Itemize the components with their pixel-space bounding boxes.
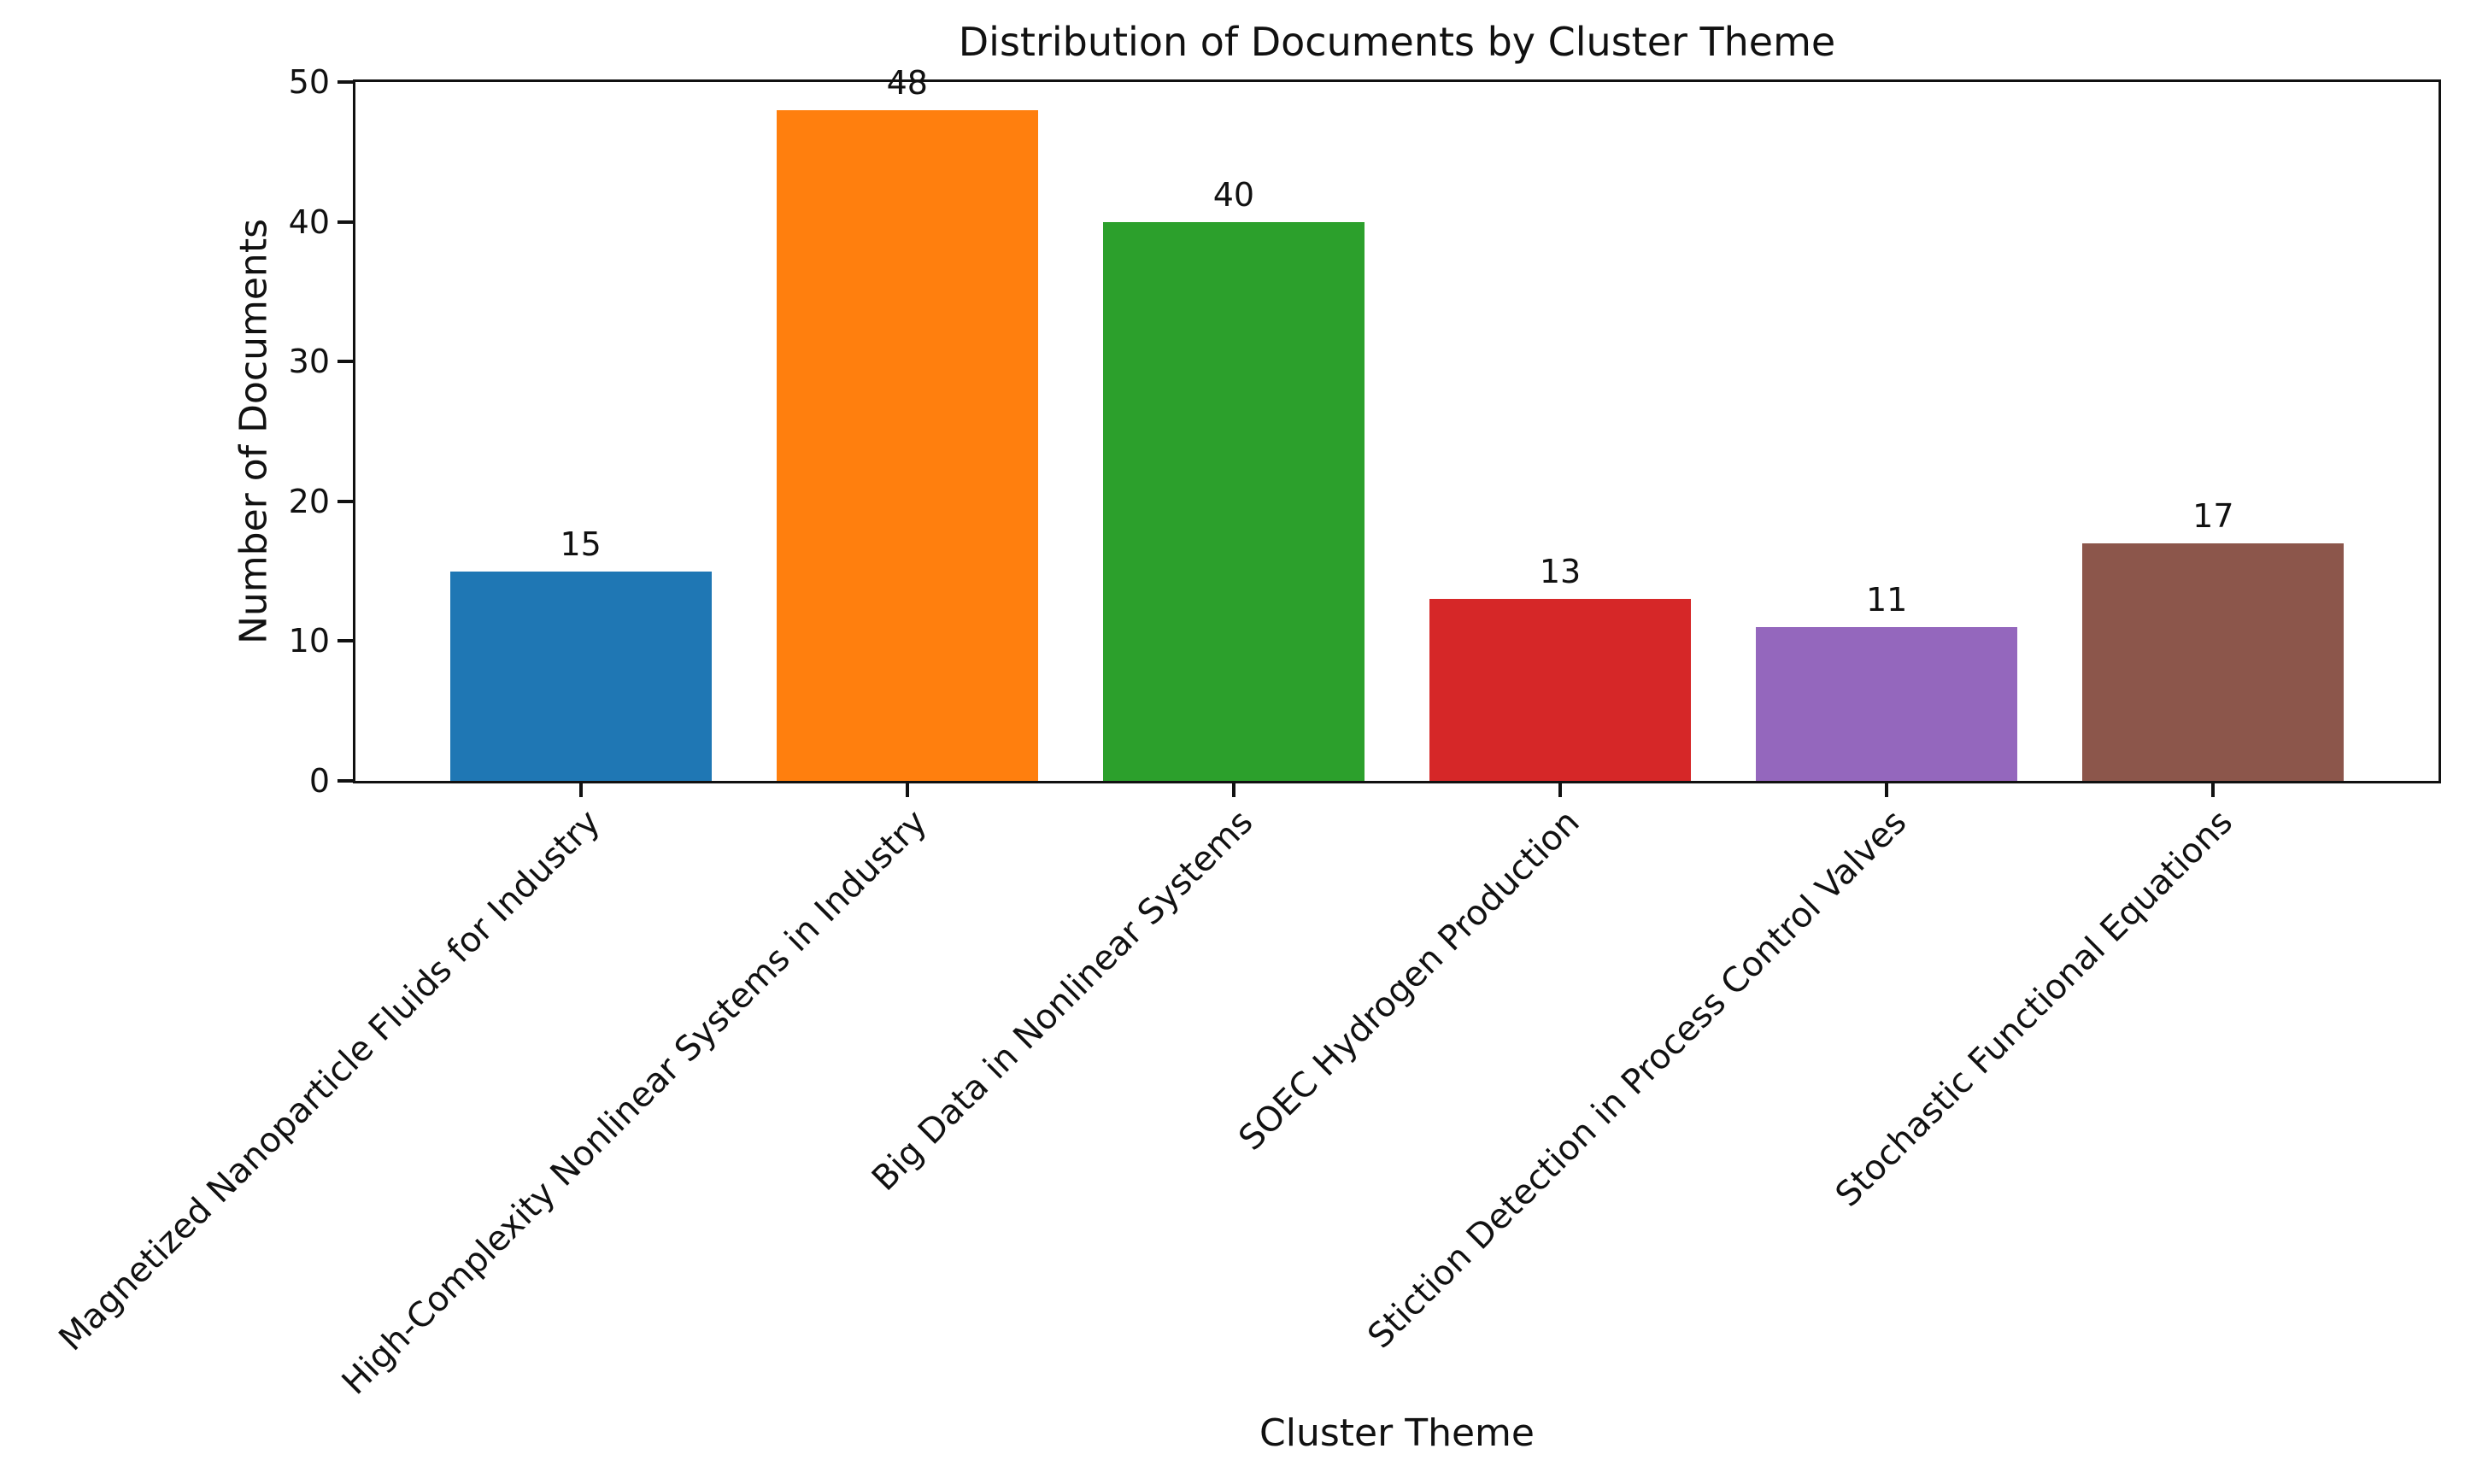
x-tick-mark — [1885, 783, 1889, 797]
bar — [449, 571, 712, 781]
x-tick-mark — [578, 783, 583, 797]
y-tick-label: 20 — [288, 482, 330, 520]
x-tick-label: Big Data in Nonlinear Systems — [865, 802, 1261, 1199]
y-tick-label: 30 — [288, 343, 330, 381]
bar-value-label: 17 — [2192, 496, 2234, 535]
bar — [1429, 599, 1691, 781]
bar-value-label: 11 — [1866, 581, 1908, 619]
x-tick-mark — [2211, 783, 2216, 797]
y-tick-label: 50 — [288, 63, 330, 101]
y-tick-label: 40 — [288, 202, 330, 241]
bar-value-label: 15 — [560, 525, 602, 563]
x-tick-label: Stochastic Functional Equations — [1828, 802, 2241, 1215]
x-tick-label: Stiction Detection in Process Control Va… — [1359, 802, 1915, 1357]
x-tick-mark — [1558, 783, 1563, 797]
bar — [1756, 627, 2018, 781]
x-tick-label: High-Complexity Nonlinear Systems in Ind… — [334, 802, 935, 1403]
x-axis-label: Cluster Theme — [1259, 1411, 1535, 1455]
bar — [1103, 221, 1365, 781]
bar-value-label: 13 — [1539, 553, 1582, 591]
x-tick-label: Magnetized Nanoparticle Fluids for Indus… — [51, 802, 608, 1359]
y-tick-mark — [337, 499, 353, 503]
x-tick-mark — [1231, 783, 1235, 797]
bar — [776, 109, 1038, 781]
y-tick-mark — [337, 639, 353, 643]
y-axis-label: Number of Documents — [232, 218, 276, 645]
y-tick-mark — [337, 779, 353, 783]
y-tick-mark — [337, 220, 353, 224]
y-tick-label: 10 — [288, 622, 330, 660]
x-tick-label: SOEC Hydrogen Production — [1231, 802, 1588, 1158]
x-tick-mark — [905, 783, 909, 797]
chart-title: Distribution of Documents by Cluster The… — [958, 19, 1836, 65]
y-tick-mark — [337, 80, 353, 84]
y-tick-label: 0 — [308, 762, 330, 800]
bar-value-label: 40 — [1212, 175, 1255, 214]
bar-value-label: 48 — [886, 63, 928, 102]
y-tick-mark — [337, 360, 353, 364]
bar — [2082, 543, 2345, 781]
